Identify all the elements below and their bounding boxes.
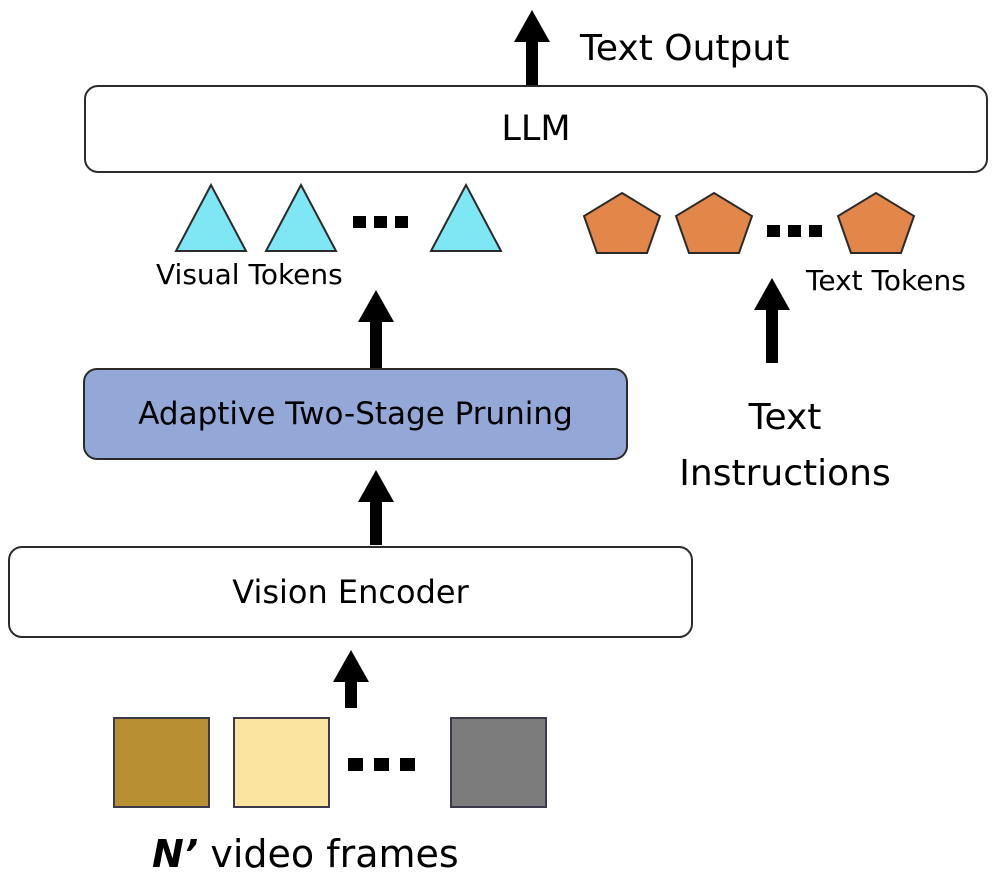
pentagon-icon — [836, 191, 916, 254]
ellipsis-icon — [348, 758, 415, 771]
text-tokens-label: Text Tokens — [806, 264, 966, 297]
arrow-frames-to-encoder — [333, 650, 369, 708]
visual-tokens-label: Visual Tokens — [156, 258, 343, 291]
video-frame-1 — [113, 717, 210, 808]
video-frame-2 — [233, 717, 330, 808]
arrow-pruning-to-visual-tokens — [358, 290, 394, 368]
pruning-box: Adaptive Two-Stage Pruning — [83, 368, 628, 460]
pruning-label: Adaptive Two-Stage Pruning — [138, 396, 573, 432]
llm-label: LLM — [501, 109, 571, 149]
triangle-icon — [264, 182, 338, 252]
arrow-encoder-to-pruning — [358, 470, 394, 545]
text-output-label: Text Output — [580, 28, 790, 69]
arrow-text-output — [514, 10, 550, 85]
triangle-icon — [174, 182, 248, 252]
frames-count-symbol: N’ — [152, 832, 199, 876]
pentagon-icon — [674, 191, 754, 254]
llm-box: LLM — [84, 85, 988, 173]
ellipsis-icon — [767, 225, 822, 237]
text-instructions-line1: Text — [748, 397, 822, 438]
text-instructions-label: Text Instructions — [650, 390, 920, 502]
frames-caption-text: video frames — [198, 832, 459, 876]
ellipsis-icon — [353, 216, 408, 228]
video-frame-3 — [450, 717, 547, 808]
arrow-instructions-to-text-tokens — [754, 278, 790, 363]
vision-encoder-label: Vision Encoder — [232, 573, 469, 611]
triangle-icon — [429, 182, 503, 252]
pentagon-icon — [582, 191, 662, 254]
vision-encoder-box: Vision Encoder — [8, 546, 693, 638]
text-instructions-line2: Instructions — [679, 453, 891, 494]
video-frames-caption: N’ video frames — [152, 832, 459, 876]
